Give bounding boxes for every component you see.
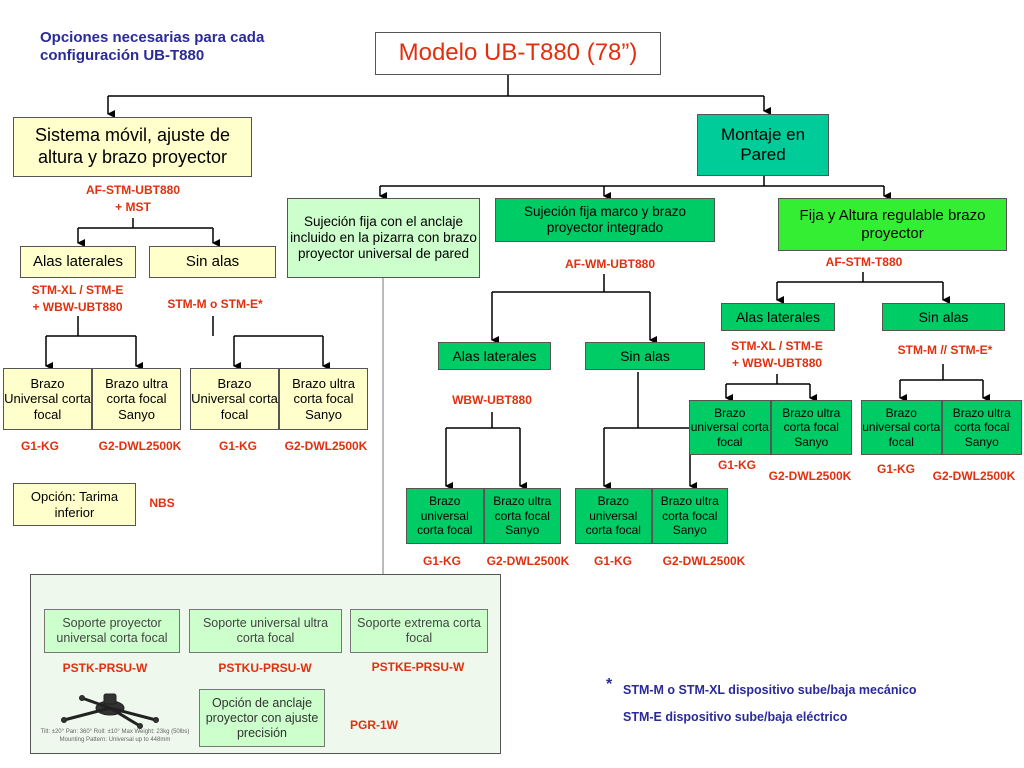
adjust-sin-arm-universal: Brazo universal corta focal [861,400,942,455]
adjust-arm-code-2: G2-DWL2500K [768,469,852,483]
adjust-sin-alas-box: Sin alas [882,303,1005,331]
frame-arm-code-1: G1-KG [422,554,461,568]
adjust-sin-alas-code: STM-M // STM-E* [897,343,993,357]
left-arm-code-4: G2-DWL2500K [284,439,368,453]
fixed-anchor-box: Sujeción fija con el anclaje incluido en… [287,198,480,278]
adjust-arm-code-3: G1-KG [876,462,915,476]
left-sin-arm-sanyo: Brazo ultra corta focal Sanyo [279,368,368,430]
adjustable-mount-code: AF-STM-T880 [825,255,903,269]
adjust-arm-code-1: G1-KG [717,458,756,472]
left-sin-alas-box: Sin alas [149,246,276,278]
projector-mount-photo [61,693,159,729]
left-arm-code-3: G1-KG [218,439,257,453]
adjust-arm-universal: Brazo universal corta focal [689,400,771,455]
option-tarima-box: Opción: Tarima inferior [13,483,136,526]
support-universal-box: Soporte proyector universal corta focal [44,609,180,653]
left-sin-alas-code: STM-M o STM-E* [167,297,263,311]
left-sin-arms: Brazo Universal corta focal Brazo ultra … [190,368,368,430]
frame-arm-code-2: G2-DWL2500K [486,554,570,568]
support-universal-code: PSTK-PRSU-W [62,661,148,675]
frame-alas-code: WBW-UBT880 [452,393,532,407]
header-note: Opciones necesarias para cada configurac… [40,29,264,65]
left-arm-code-2: G2-DWL2500K [98,439,182,453]
header-note-line2: configuración UB-T880 [40,47,205,64]
support-ultra-box: Soporte universal ultra corta focal [189,609,342,653]
left-sin-arm-universal: Brazo Universal corta focal [190,368,279,430]
frame-arm-code-4: G2-DWL2500K [662,554,746,568]
header-note-line1: Opciones necesarias para cada [40,29,265,46]
left-alas-arms: Brazo Universal corta focal Brazo ultra … [3,368,181,430]
footnote-star: * [606,676,613,693]
frame-sin-arms: Brazo universal corta focal Brazo ultra … [575,488,728,544]
frame-sin-arm-universal: Brazo universal corta focal [575,488,652,544]
adjustable-mount-box: Fija y Altura regulable brazo proyector [778,198,1007,251]
left-alas-laterales-box: Alas laterales [20,246,136,278]
adjust-sin-arms: Brazo universal corta focal Brazo ultra … [861,400,1022,455]
root-model-box: Modelo UB-T880 (78”) [375,32,661,75]
support-extrema-box: Soporte extrema corta focal [350,609,488,653]
adjust-arm-code-4: G2-DWL2500K [932,469,1016,483]
footnote-line2: STM-E dispositivo sube/baja eléctrico [623,710,848,724]
frame-mount-box: Sujeción fija marco y brazo proyector in… [495,198,715,242]
anchor-option-code: PGR-1W [350,718,398,732]
frame-arm-code-3: G1-KG [593,554,632,568]
frame-mount-code: AF-WM-UBT880 [565,257,655,271]
frame-sin-alas-box: Sin alas [585,342,705,370]
adjust-alas-code: STM-XL / STM-E + WBW-UBT880 [731,339,823,370]
frame-arm-universal: Brazo universal corta focal [406,488,484,544]
left-arm-code-1: G1-KG [20,439,59,453]
adjust-arm-sanyo: Brazo ultra corta focal Sanyo [770,400,852,455]
frame-alas-arms: Brazo universal corta focal Brazo ultra … [406,488,561,544]
anchor-option-box: Opción de anclaje proyector con ajuste p… [199,689,325,747]
adjust-alas-laterales-box: Alas laterales [721,303,835,331]
footnote-line1: STM-M o STM-XL dispositivo sube/baja mec… [623,683,917,697]
mobile-system-code: AF-STM-UBT880 + MST [85,183,180,214]
frame-alas-laterales-box: Alas laterales [438,342,551,370]
left-arm-sanyo: Brazo ultra corta focal Sanyo [92,368,181,430]
option-tarima-code: NBS [149,496,175,510]
frame-arm-sanyo: Brazo ultra corta focal Sanyo [483,488,561,544]
adjust-alas-arms: Brazo universal corta focal Brazo ultra … [689,400,852,455]
wall-mount-box: Montaje en Pared [697,114,829,176]
left-alas-code: STM-XL / STM-E + WBW-UBT880 [31,283,124,314]
left-arm-universal: Brazo Universal corta focal [3,368,92,430]
adjust-sin-arm-sanyo: Brazo ultra corta focal Sanyo [941,400,1022,455]
mobile-system-box: Sistema móvil, ajuste de altura y brazo … [13,117,252,177]
frame-sin-arm-sanyo: Brazo ultra corta focal Sanyo [651,488,728,544]
support-ultra-code: PSTKU-PRSU-W [218,661,312,675]
support-extrema-code: PSTKE-PRSU-W [371,660,465,674]
projector-mount-specs: Tilt: ±20° Pan: 360° Roll: ±10° Max Weig… [40,729,190,743]
